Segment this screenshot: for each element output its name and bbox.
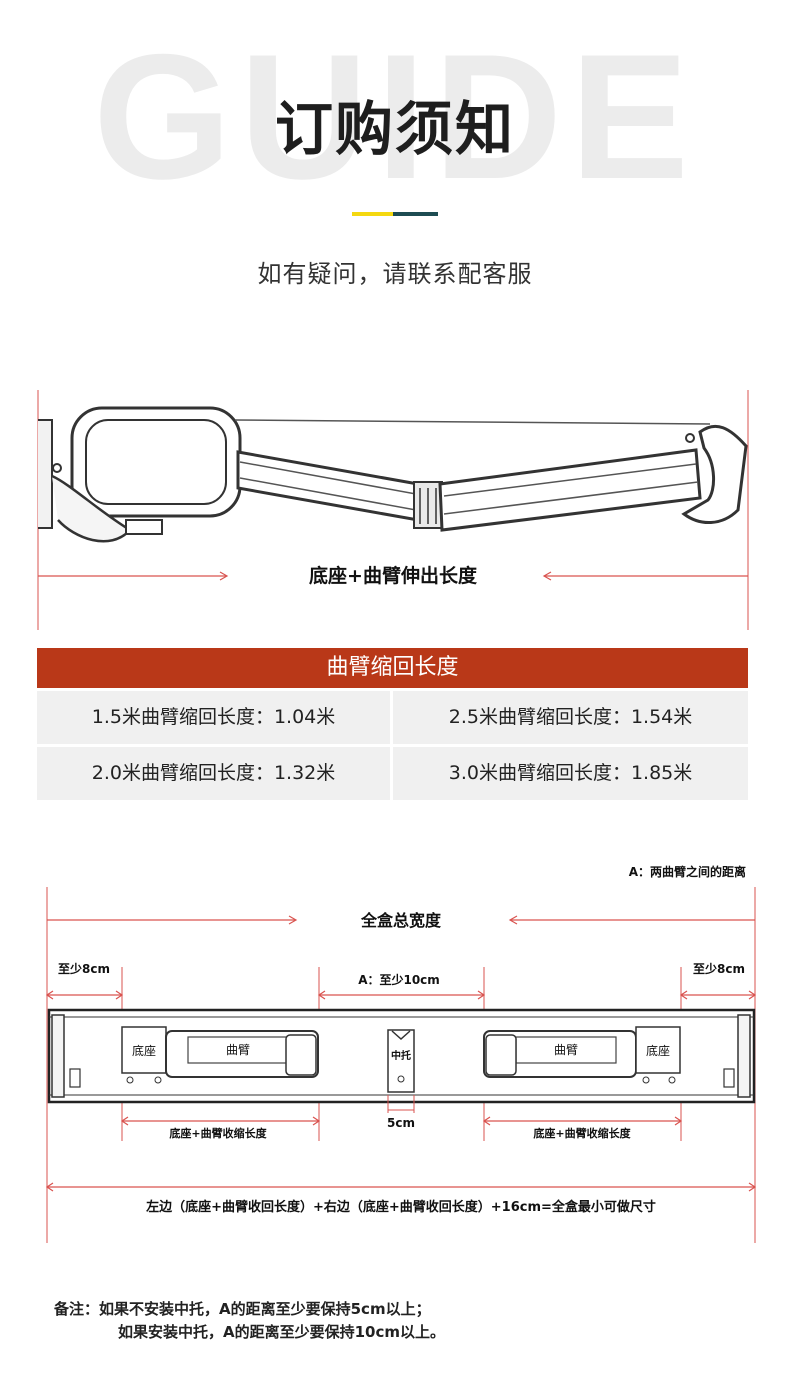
front-bar-drawing (681, 424, 748, 525)
arm-extension-diagram: 底座+曲臂伸出长度 (37, 390, 749, 630)
arm-lower-drawing (438, 448, 702, 532)
bracket-width-label: 5cm (387, 1116, 415, 1130)
right-retract-length-label: 底座+曲臂收缩长度 (533, 1126, 631, 1140)
note-line-1: 备注：如果不安装中托，A的距离至少要保持5cm以上； (54, 1300, 431, 1318)
base-mount-drawing (38, 406, 242, 543)
arm-upper-drawing (236, 450, 420, 522)
right-min-gap-label: 至少8cm (693, 961, 745, 976)
left-min-gap-label: 至少8cm (58, 961, 110, 976)
retract-cell: 2.0米曲臂缩回长度：1.32米 (37, 747, 390, 800)
elbow-joint-drawing (413, 481, 443, 529)
min-size-formula: 左边（底座+曲臂收回长度）+右边（底座+曲臂收回长度）+16cm=全盒最小可做尺… (146, 1199, 656, 1215)
base-label-right: 底座 (646, 1043, 670, 1058)
retract-table-heading: 曲臂缩回长度 (37, 648, 748, 688)
arm-label-left: 曲臂 (226, 1043, 250, 1057)
arm-extension-length-label: 底座+曲臂伸出长度 (309, 564, 478, 587)
legend-note: A：两曲臂之间的距离 (629, 864, 746, 879)
center-bracket-drawing (387, 1029, 415, 1093)
center-bracket-label: 中托 (391, 1049, 411, 1062)
contact-subtitle: 如有疑问，请联系配客服 (257, 260, 533, 288)
center-gap-label: A：至少10cm (358, 972, 440, 987)
total-width-label: 全盒总宽度 (360, 911, 442, 930)
retract-cell: 1.5米曲臂缩回长度：1.04米 (37, 691, 390, 744)
left-retract-length-label: 底座+曲臂收缩长度 (169, 1126, 267, 1140)
note-line-2: 如果安装中托，A的距离至少要保持10cm以上。 (118, 1323, 446, 1341)
full-box-diagram: A：两曲臂之间的距离 全盒总宽度 至少8cm 至少8cm A：至少10cm 底座… (45, 864, 757, 1243)
retract-cell: 2.5米曲臂缩回长度：1.54米 (393, 691, 748, 744)
accent-bar-teal (393, 212, 438, 216)
page-title: 订购须知 (274, 95, 515, 163)
accent-bar-yellow (352, 212, 393, 216)
arm-label-right: 曲臂 (554, 1043, 578, 1057)
guide-watermark: GUIDE (93, 17, 697, 216)
retract-cell: 3.0米曲臂缩回长度：1.85米 (393, 747, 748, 800)
base-label-left: 底座 (132, 1043, 156, 1058)
